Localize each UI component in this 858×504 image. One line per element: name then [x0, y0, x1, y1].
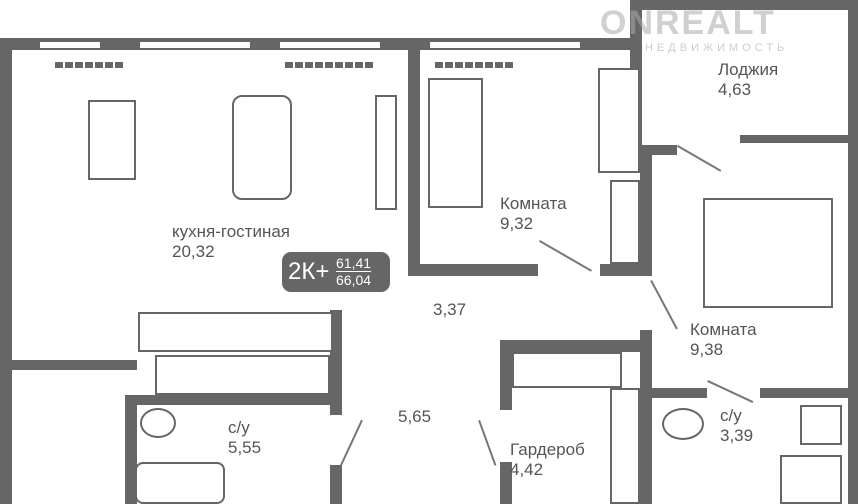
desk	[598, 68, 640, 173]
shower	[780, 455, 842, 504]
door	[340, 419, 363, 466]
toilet	[140, 408, 176, 438]
wall	[640, 145, 652, 276]
wall	[500, 340, 512, 410]
closet	[610, 180, 640, 264]
watermark-sub: НЕДВИЖИМОСТЬ	[645, 42, 789, 54]
radiator	[435, 62, 515, 68]
wall	[848, 0, 858, 145]
wall	[330, 310, 342, 415]
sink	[800, 405, 842, 445]
wall	[652, 388, 707, 398]
wardrobe-rack	[610, 388, 640, 504]
apartment-type: 2К+	[288, 258, 330, 285]
wall	[500, 340, 640, 352]
wall	[740, 135, 858, 143]
wall	[125, 395, 340, 405]
wall	[330, 465, 342, 504]
area-fraction: 61,41 66,04	[336, 255, 372, 288]
kitchen-counter	[138, 312, 333, 352]
door	[539, 240, 592, 272]
wall	[500, 462, 512, 504]
wall	[12, 360, 137, 370]
wall	[640, 330, 652, 504]
room-hall: 3,37	[433, 300, 467, 319]
tv-stand	[375, 95, 397, 210]
radiator	[285, 62, 375, 68]
door	[707, 380, 754, 403]
door	[650, 280, 678, 330]
window	[430, 40, 580, 50]
wall	[408, 38, 420, 276]
dining-table	[88, 100, 136, 180]
window	[140, 40, 250, 50]
radiator	[55, 62, 125, 68]
watermark-brand: ONREALT	[600, 4, 776, 42]
wardrobe-rack	[512, 352, 622, 388]
window	[280, 40, 380, 50]
door	[478, 420, 497, 466]
wall	[848, 145, 858, 504]
double-bed	[703, 198, 833, 308]
bed	[428, 78, 483, 208]
wall	[630, 0, 858, 10]
room-corridor: 5,65	[398, 407, 432, 426]
window	[40, 40, 100, 50]
wall	[600, 264, 640, 276]
wall	[760, 388, 858, 398]
sofa	[232, 95, 292, 200]
living-area: 61,41	[336, 255, 372, 272]
counter-lower	[155, 355, 330, 395]
total-area: 66,04	[336, 272, 372, 288]
door	[677, 145, 722, 172]
bathtub	[135, 462, 225, 504]
apartment-badge: 2К+ 61,41 66,04	[282, 252, 390, 292]
wall	[0, 38, 12, 504]
wall	[125, 395, 137, 504]
wall	[652, 145, 677, 155]
toilet	[662, 408, 704, 440]
wall	[408, 264, 538, 276]
